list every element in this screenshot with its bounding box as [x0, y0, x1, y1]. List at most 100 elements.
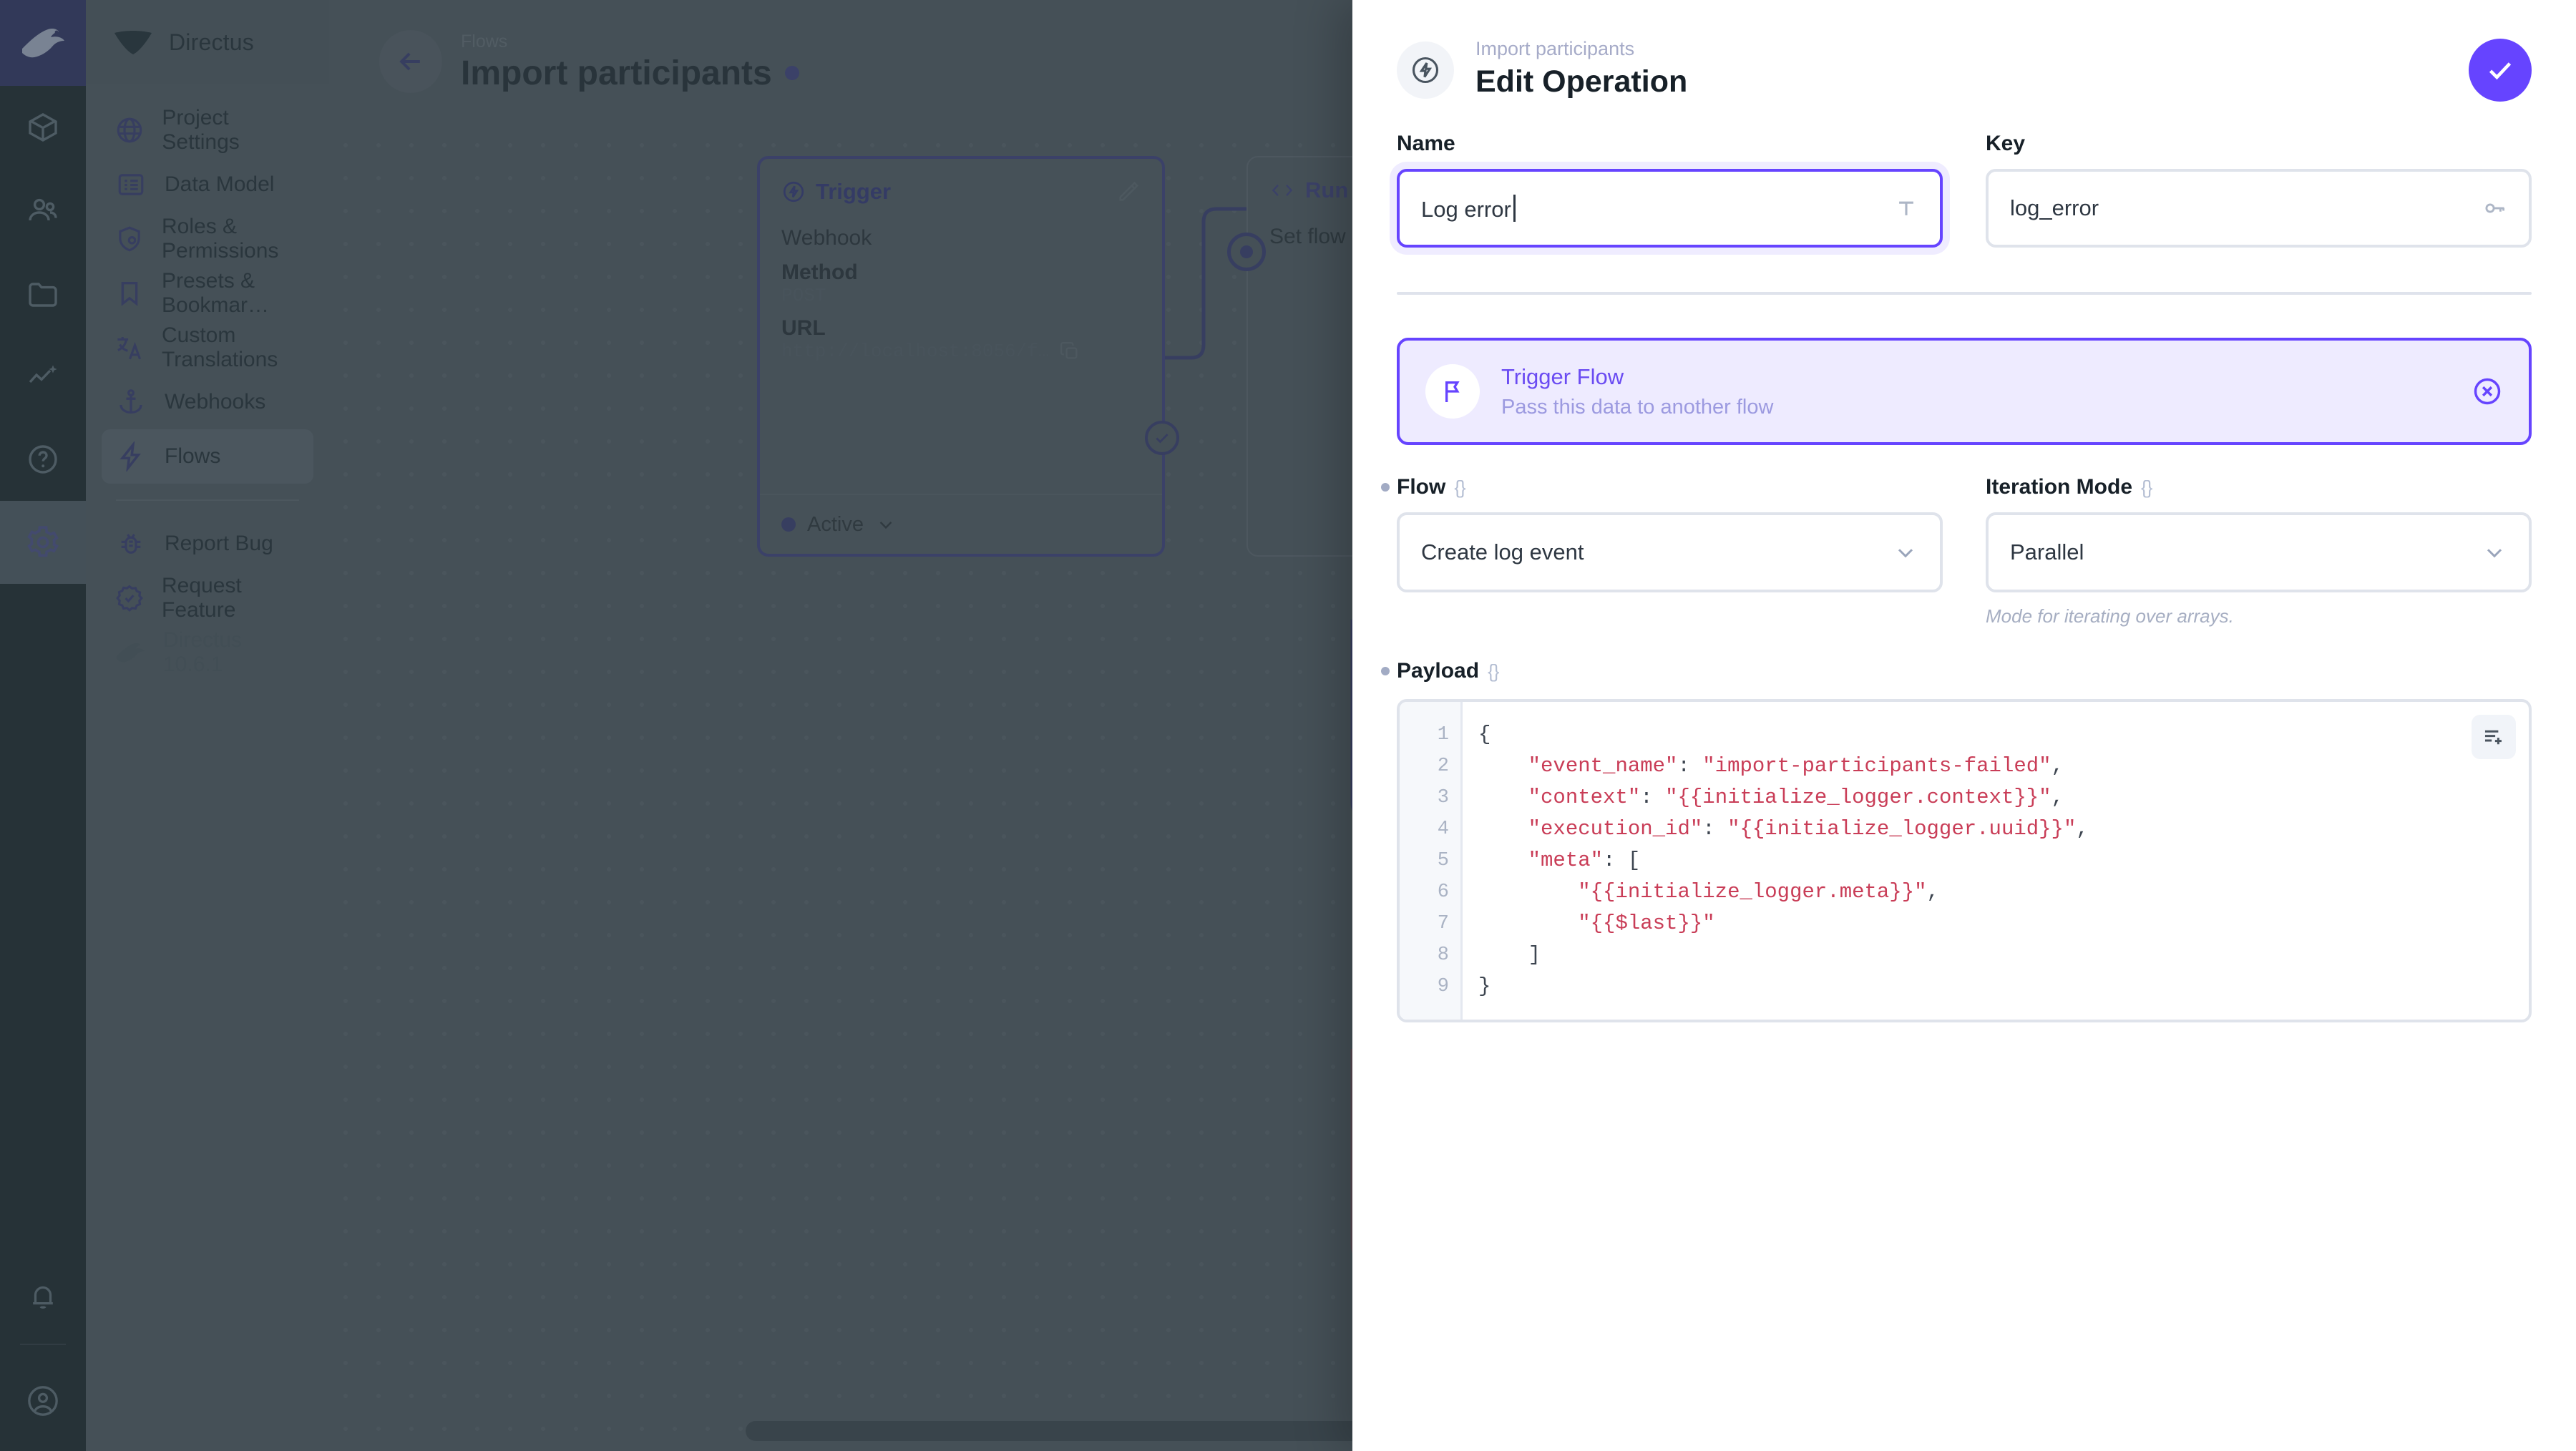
sidebar-item-label: Presets & Bookmar… [162, 269, 270, 317]
sidebar-item-project-settings[interactable]: Project Settings [102, 103, 313, 157]
flow-card-body: Webhook Method POST URL http://localhost… [760, 205, 1162, 362]
section-divider [1397, 292, 2532, 295]
admin-shield-icon [114, 223, 145, 255]
editor-code-line: { [1478, 723, 1491, 746]
save-button[interactable] [2469, 39, 2532, 102]
trigger-status-row[interactable]: Active [760, 494, 1162, 554]
code-brackets-icon [1269, 180, 1295, 200]
operation-type-banner[interactable]: Trigger Flow Pass this data to another f… [1397, 338, 2532, 445]
module-icon-insights[interactable] [0, 335, 86, 418]
anchor-icon [114, 386, 147, 419]
unsaved-dot [784, 66, 799, 81]
sidebar-items: Project Settings Data Model Roles & Perm… [86, 84, 329, 680]
editor-line-number: 4 [1437, 819, 1449, 840]
iteration-select[interactable]: Parallel [1986, 512, 2532, 592]
flow-card-title: Trigger [816, 179, 892, 204]
name-key-row: Name Log error Key log_error [1397, 132, 2532, 248]
iteration-hint: Mode for iterating over arrays. [1986, 605, 2234, 627]
project-header[interactable]: Directus [86, 0, 329, 84]
flag-icon [1425, 364, 1480, 419]
directus-logo-mark [113, 29, 153, 56]
sidebar-item-label: Webhooks [165, 390, 266, 414]
editor-code-line: "execution_id": "{{initialize_logger.uui… [1528, 817, 2089, 841]
name-input[interactable]: Log error [1397, 169, 1943, 248]
key-icon [2482, 195, 2507, 221]
flow-field-group: Flow {} Create log event [1397, 475, 1943, 627]
editor-line-number: 2 [1437, 756, 1449, 777]
key-field-group: Key log_error [1986, 132, 2532, 248]
bolt-circle-icon [781, 180, 806, 204]
page-title-text: Import participants [461, 54, 772, 92]
module-icon-user-directory[interactable] [0, 169, 86, 252]
field-label-url: URL [781, 316, 826, 340]
bell-icon[interactable] [0, 1255, 86, 1338]
key-label: Key [1986, 132, 2026, 155]
chevron-down-icon[interactable] [875, 514, 897, 535]
copy-icon[interactable] [1059, 341, 1080, 362]
sidebar-item-presets-bookmarks[interactable]: Presets & Bookmar… [102, 266, 313, 321]
drawer-body: Name Log error Key log_error [1352, 132, 2576, 1022]
sidebar-divider [116, 499, 299, 501]
translate-icon [114, 331, 145, 364]
text-format-icon [1894, 196, 1918, 220]
bolt-icon [114, 440, 147, 473]
editor-code-line: "{{initialize_logger.meta}}", [1578, 880, 1939, 904]
editor-code-line: ] [1478, 943, 1541, 967]
sidebar-item-report-bug[interactable]: Report Bug [102, 517, 313, 571]
back-button[interactable] [379, 30, 442, 93]
project-name: Directus [169, 29, 254, 55]
list-alt-icon [114, 168, 147, 201]
status-label: Active [807, 512, 864, 536]
editor-code[interactable]: { "event_name": "import-participants-fai… [1463, 702, 2529, 1020]
chevron-down-icon [1893, 539, 1918, 565]
bolt-circle-icon [1397, 41, 1454, 99]
node-input-handle[interactable] [1227, 233, 1266, 271]
payload-label: Payload {} [1397, 659, 2532, 683]
sidebar-item-custom-translations[interactable]: Custom Translations [102, 321, 313, 375]
editor-line-number: 5 [1437, 850, 1449, 871]
module-icon-file-library[interactable] [0, 252, 86, 335]
key-input[interactable]: log_error [1986, 169, 2532, 248]
sidebar-item-request-feature[interactable]: Request Feature [102, 571, 313, 625]
sidebar-item-version: Directus 10.6.1 [102, 625, 313, 680]
iteration-braces: {} [2141, 476, 2152, 498]
edit-operation-drawer: Import participants Edit Operation Name … [1352, 0, 2576, 1451]
name-label: Name [1397, 132, 1455, 155]
editor-code-line: "{{$last}}" [1578, 912, 1715, 935]
operation-type-text: Trigger Flow Pass this data to another f… [1501, 364, 2450, 419]
module-bar [0, 0, 86, 1451]
close-circle-icon[interactable] [2472, 376, 2503, 407]
flow-card-trigger[interactable]: Trigger Webhook Method POST URL http://l… [757, 156, 1165, 557]
directus-rabbit-logo[interactable] [0, 0, 86, 86]
sidebar-item-data-model[interactable]: Data Model [102, 157, 313, 212]
sidebar-item-roles-permissions[interactable]: Roles & Permissions [102, 212, 313, 266]
sidebar-item-label: Roles & Permissions [162, 215, 279, 263]
drawer-subtitle: Import participants [1475, 38, 1635, 59]
drawer-header: Import participants Edit Operation [1352, 0, 2576, 102]
sidebar-item-label: Data Model [165, 172, 275, 196]
module-icon-help[interactable] [0, 418, 86, 501]
module-icon-settings[interactable] [0, 501, 86, 584]
resolve-badge[interactable] [1145, 421, 1179, 455]
module-icon-content[interactable] [0, 86, 86, 169]
module-bar-divider [20, 1344, 66, 1345]
field-value-method: POST [781, 285, 826, 306]
bookmark-icon [114, 277, 145, 310]
breadcrumb[interactable]: Flows [461, 31, 508, 52]
field-value-url: http://localhost:8056/f… [781, 341, 1050, 362]
sidebar-item-webhooks[interactable]: Webhooks [102, 375, 313, 429]
operation-type-title: Trigger Flow [1501, 363, 1624, 389]
public-globe-icon [114, 114, 145, 147]
sidebar-item-flows[interactable]: Flows [102, 429, 313, 484]
pencil-icon[interactable] [1116, 180, 1141, 204]
flow-select[interactable]: Create log event [1397, 512, 1943, 592]
insert-variable-icon[interactable] [2472, 715, 2516, 759]
trigger-subtitle: Webhook [781, 226, 872, 250]
account-icon[interactable] [0, 1351, 86, 1451]
editor-line-number: 8 [1437, 944, 1449, 966]
directus-rabbit-logo [114, 636, 146, 669]
sidebar-item-label: Directus 10.6.1 [163, 628, 243, 676]
